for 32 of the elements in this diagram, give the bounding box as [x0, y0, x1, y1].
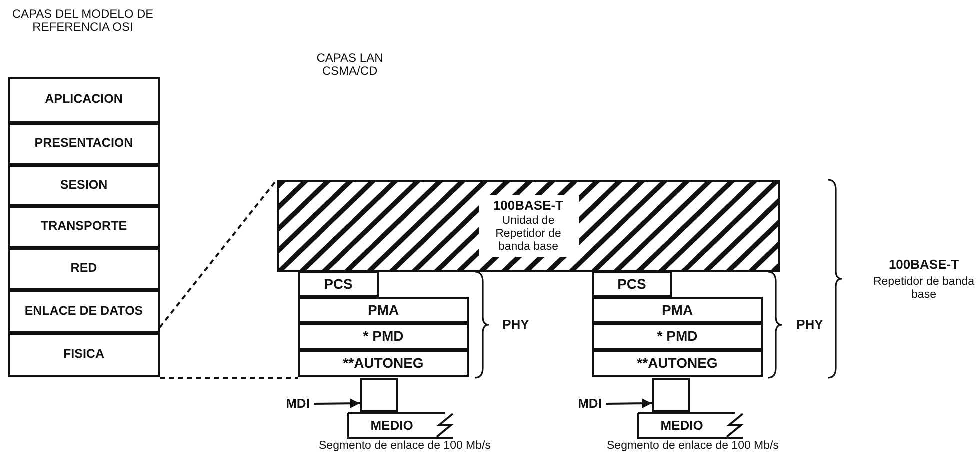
column-heading: CAPAS DEL MODELO DE REFERENCIA OSI	[11, 8, 155, 34]
sublayer-box: * PMD	[298, 323, 469, 350]
sublayer-box: PCS	[298, 271, 379, 297]
column-heading: CAPAS LAN CSMA/CD	[316, 52, 384, 78]
brace-label: PHY	[502, 318, 530, 332]
sublayer-box: **AUTONEG	[592, 350, 763, 377]
segment-caption: Segmento de enlace de 100 Mb/s	[606, 440, 780, 452]
sublayer-box: * PMD	[592, 323, 763, 350]
osi-layer-box: FISICA	[8, 333, 160, 377]
unit-description: Unidad de Repetidor de banda base	[494, 215, 562, 254]
osi-layer-box: TRANSPORTE	[8, 206, 160, 248]
sublayer-box: PMA	[592, 297, 763, 323]
sublayer-box: PMA	[298, 297, 469, 323]
connector-box	[652, 378, 690, 412]
connector-box	[360, 378, 398, 412]
connector-line	[160, 377, 298, 379]
arrow	[606, 398, 652, 409]
unit-title: 100BASE-T	[493, 198, 564, 212]
osi-layer-box: PRESENTACION	[8, 123, 160, 165]
brace-label: PHY	[796, 318, 824, 332]
osi-layer-box: RED	[8, 248, 160, 290]
group-title: 100BASE-T	[888, 258, 960, 272]
osi-layer-box: ENLACE DE DATOS	[8, 290, 160, 333]
repeater-unit-box	[277, 180, 780, 272]
sublayer-box: **AUTONEG	[298, 350, 469, 377]
group-description: Repetidor de banda base	[872, 276, 976, 302]
sublayer-box: PCS	[592, 271, 672, 297]
arrow	[314, 398, 360, 409]
segment-caption: Segmento de enlace de 100 Mb/s	[318, 440, 492, 452]
osi-layer-box: SESION	[8, 165, 160, 206]
connector-line	[159, 179, 278, 328]
osi-layer-box: APLICACION	[8, 77, 160, 123]
